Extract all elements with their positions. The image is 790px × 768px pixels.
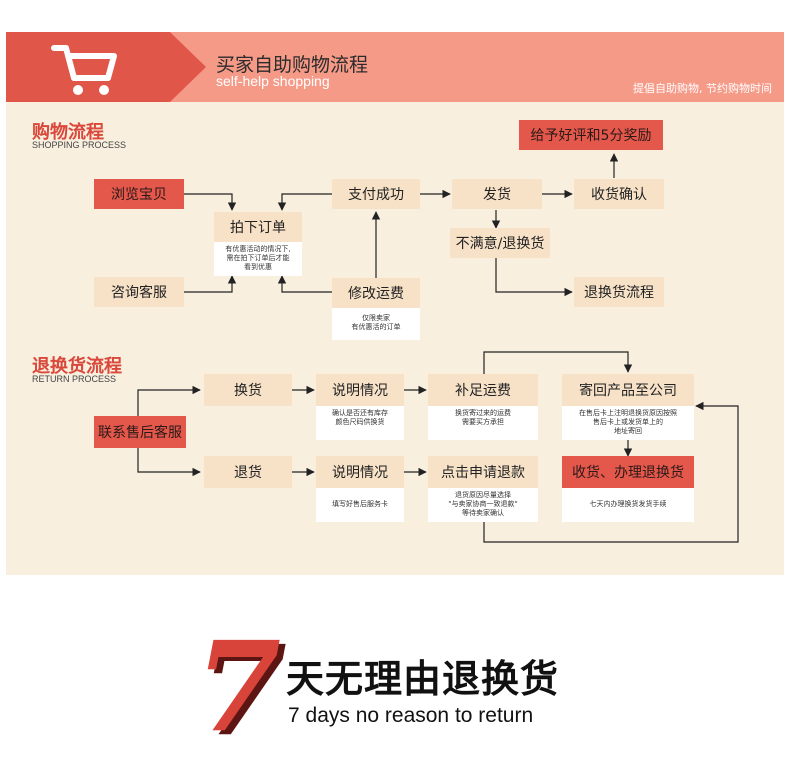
explain-exchange-step: 说明情况 [316,374,404,406]
order-note: 有优惠活动的情况下, 需在拍下订单后才能 看到优惠 [214,242,302,276]
footer-subtitle: 7 days no reason to return [288,704,534,727]
receive-process-step: 收货、办理退换货 [562,456,694,488]
seven-shadow: 7 [201,622,287,740]
modify-freight-step: 修改运费 [332,278,420,308]
footer-title: 天无理由退换货 [286,657,560,701]
refund-step: 退货 [204,456,292,488]
ship-step: 发货 [452,179,542,209]
shopping-section-subtitle: SHOPPING PROCESS [32,140,127,150]
apply-refund-note: 退货原因尽量选择 "与卖家协商一致退款" 等待卖家确认 [428,488,538,522]
review-reward-step: 给予好评和5分奖励 [519,120,663,150]
order-step: 拍下订单 [214,212,302,242]
shopping-cart-icon [51,45,117,95]
explain-refund-step: 说明情况 [316,456,404,488]
pay-freight-note: 换货寄过来的运费 需要买方承担 [428,406,538,440]
return-flow-step: 退换货流程 [574,277,664,307]
apply-refund-step: 点击申请退款 [428,456,538,488]
send-back-note: 在售后卡上注明退换货原因按照 售后卡上或发货单上的 地址寄回 [562,406,694,440]
return-section-title: 退换货流程 [32,356,122,377]
modify-freight-note: 仅限卖家 有优惠活的订单 [332,308,420,340]
confirm-receipt-step: 收货确认 [574,179,664,209]
consult-step: 咨询客服 [94,277,184,307]
exchange-step: 换货 [204,374,292,406]
send-back-step: 寄回产品至公司 [562,374,694,406]
receive-process-note: 七天内办理换货发货手续 [562,488,694,522]
seven-number: 7 [195,622,281,740]
contact-service-step: 联系售后客服 [94,416,186,448]
pay-freight-step: 补足运费 [428,374,538,406]
banner-subtitle: self-help shopping [216,73,330,89]
banner-title: 买家自助购物流程 [216,54,369,76]
explain-exchange-note: 确认是否还有库存 颜色尺码供换货 [316,406,404,440]
seven-days-logo: 7 7 [195,622,287,740]
banner-slogan: 提倡自助购物, 节约购物时间 [633,82,772,95]
explain-refund-note: 填写好售后服务卡 [316,488,404,522]
pay-step: 支付成功 [332,179,420,209]
unsatisfied-step: 不满意/退换货 [450,228,550,258]
shopping-section-title: 购物流程 [32,122,104,143]
return-section-subtitle: RETURN PROCESS [32,374,117,384]
browse-step: 浏览宝贝 [94,179,184,209]
